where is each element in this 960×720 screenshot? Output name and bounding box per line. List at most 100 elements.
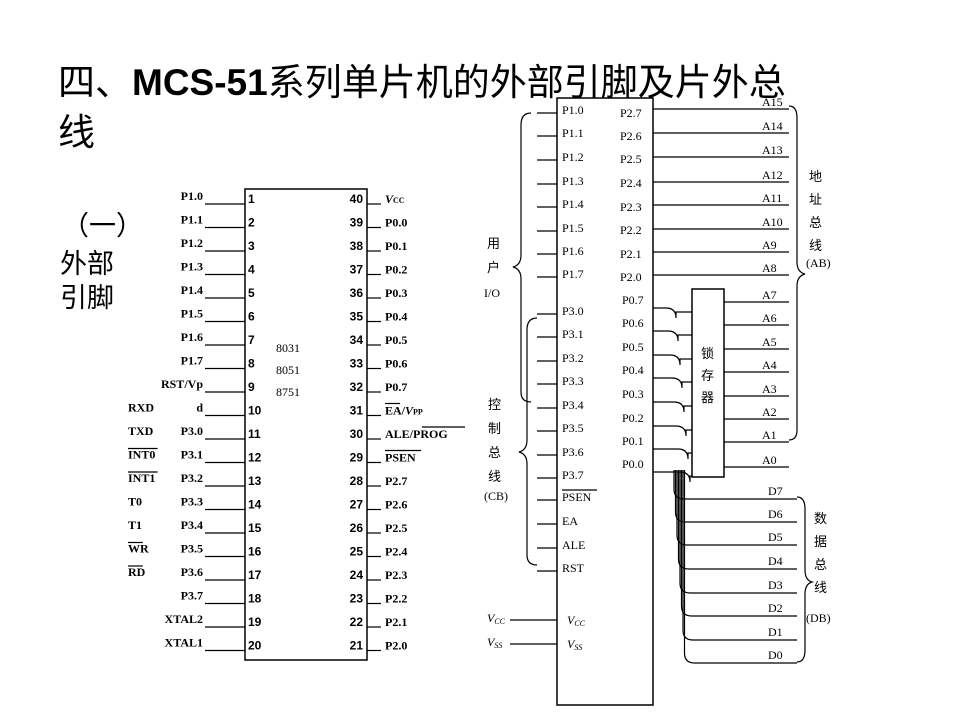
dip-left-pin-label: P3.1	[181, 448, 203, 462]
user-io-label-char: 用	[487, 237, 500, 252]
bus-p0-pin-label: P0.4	[622, 363, 644, 377]
addr-low-label: A2	[762, 405, 777, 419]
dip-pin-number: 23	[350, 592, 364, 606]
data-bus-label-char: 据	[814, 535, 827, 550]
dip-pin-number: 30	[350, 427, 364, 441]
address-bus-abbr: (AB)	[806, 256, 831, 270]
dip-alt-function-label: RXD	[128, 401, 154, 415]
dip-pin-number: 34	[350, 333, 364, 347]
bus-left-pin-label: PSEN	[562, 490, 592, 504]
latch-label-char: 存	[701, 369, 714, 384]
dip-left-pin-label: P1.7	[181, 354, 203, 368]
bus-p2-pin-label: P2.5	[620, 152, 642, 166]
data-label: D2	[768, 601, 783, 615]
dip-chip-model: 8051	[276, 363, 300, 377]
dip-left-pin-label: P1.6	[181, 330, 203, 344]
bus-p2-pin-label: P2.6	[620, 129, 642, 143]
bus-p2-pin-label: P2.3	[620, 200, 642, 214]
bus-left-pin-label: P1.2	[562, 150, 584, 164]
bus-left-pin-label: EA	[562, 514, 578, 528]
dip-pin-number: 27	[350, 498, 364, 512]
dip-left-pin-label: P3.6	[181, 565, 203, 579]
addr-low-label: A5	[762, 335, 777, 349]
bus-p0-pin-label: P0.0	[622, 457, 644, 471]
dip-pin-number: 3	[248, 239, 255, 253]
bus-left-pin-label: ALE	[562, 538, 585, 552]
dip-pin-number: 11	[248, 427, 261, 441]
addr-low-label: A3	[762, 382, 777, 396]
addr-high-label: A15	[762, 95, 783, 109]
data-label: D5	[768, 530, 783, 544]
address-bus-label-char: 地	[809, 170, 822, 185]
dip-right-pin-label: P2.1	[385, 615, 407, 629]
slide-title: 四、MCS-51系列单片机的外部引脚及片外总 线	[58, 58, 898, 158]
bus-p0-pin-label: P0.2	[622, 411, 644, 425]
data-bus-label-char: 数	[814, 512, 827, 527]
data-label: D7	[768, 484, 783, 498]
dip-pin-number: 36	[350, 286, 364, 300]
dip-right-pin-label: PSEN	[385, 451, 416, 465]
dip-right-pin-label: P0.6	[385, 357, 407, 371]
bus-left-pin-label: P1.5	[562, 221, 584, 235]
data-bus-brace	[796, 496, 815, 663]
bus-p2-pin-label: P2.1	[620, 247, 642, 261]
dip-right-pin-label: P2.4	[385, 545, 407, 559]
bus-p0-pin-label: P0.6	[622, 316, 644, 330]
dip-left-pin-label: P3.0	[181, 424, 203, 438]
dip-pin-number: 32	[350, 380, 364, 394]
dip-pin-number: 8	[248, 357, 255, 371]
dip-left-pin-label: P3.4	[181, 518, 203, 532]
bus-p0-pin-label: P0.7	[622, 293, 644, 307]
dip-chip-model: 8751	[276, 385, 300, 399]
dip-right-pin-label: EA/VPP	[385, 404, 423, 418]
bus-left-pin-label: P1.7	[562, 267, 584, 281]
dip-pin-number: 28	[350, 474, 364, 488]
section-label: 外部引脚	[60, 249, 114, 314]
addr-low-label: A6	[762, 311, 777, 325]
dip-pin-number: 33	[350, 357, 364, 371]
dip-alt-function-label: RD	[128, 565, 146, 579]
addr-low-label: A0	[762, 453, 777, 467]
address-bus-brace	[788, 105, 806, 441]
p0-to-latch-line	[653, 471, 692, 483]
data-label: D0	[768, 648, 783, 662]
dip-right-pin-label: P0.2	[385, 263, 407, 277]
address-bus-label-char: 址	[809, 193, 822, 208]
dip-right-pin-label: P0.3	[385, 286, 407, 300]
dip-left-pin-label: XTAL2	[165, 612, 203, 626]
control-bus-label-char: 总	[488, 446, 501, 461]
dip-alt-function-label: TXD	[128, 424, 154, 438]
bus-p2-pin-label: P2.4	[620, 176, 642, 190]
dip-right-pin-label: VCC	[385, 192, 405, 206]
dip-left-pin-label: P1.5	[181, 307, 203, 321]
data-line	[683, 470, 797, 664]
title-mcs51: MCS-51	[132, 62, 268, 103]
dip-right-pin-label: P2.3	[385, 568, 407, 582]
control-bus-brace	[518, 317, 538, 566]
dip-left-pin-label: P1.2	[181, 236, 203, 250]
dip-right-pin-label: P2.2	[385, 592, 407, 606]
bus-left-pin-label: P1.6	[562, 244, 584, 258]
dip-pin-number: 5	[248, 286, 255, 300]
dip-alt-function-label: T0	[128, 495, 142, 509]
bus-left-pin-label: P1.4	[562, 197, 584, 211]
dip-pin-number: 29	[350, 451, 364, 465]
dip-pin-number: 26	[350, 521, 364, 535]
dip-pin-number: 16	[248, 545, 262, 559]
dip-pin-number: 13	[248, 474, 262, 488]
dip-left-pin-label: P1.1	[181, 213, 203, 227]
address-bus-label-char: 总	[809, 216, 822, 231]
dip-right-pin-label: ALE/PROG	[385, 427, 448, 441]
dip-left-pin-label: P1.4	[181, 283, 203, 297]
addr-high-label: A11	[762, 191, 782, 205]
bus-left-pin-label: P3.6	[562, 445, 584, 459]
dip-pin-number: 1	[248, 192, 255, 206]
p0-to-latch-line	[653, 377, 692, 389]
addr-low-label: A4	[762, 358, 777, 372]
bus-left-pin-label: P3.3	[562, 374, 584, 388]
dip-pin-number: 25	[350, 545, 364, 559]
bus-left-pin-label: P1.1	[562, 126, 584, 140]
